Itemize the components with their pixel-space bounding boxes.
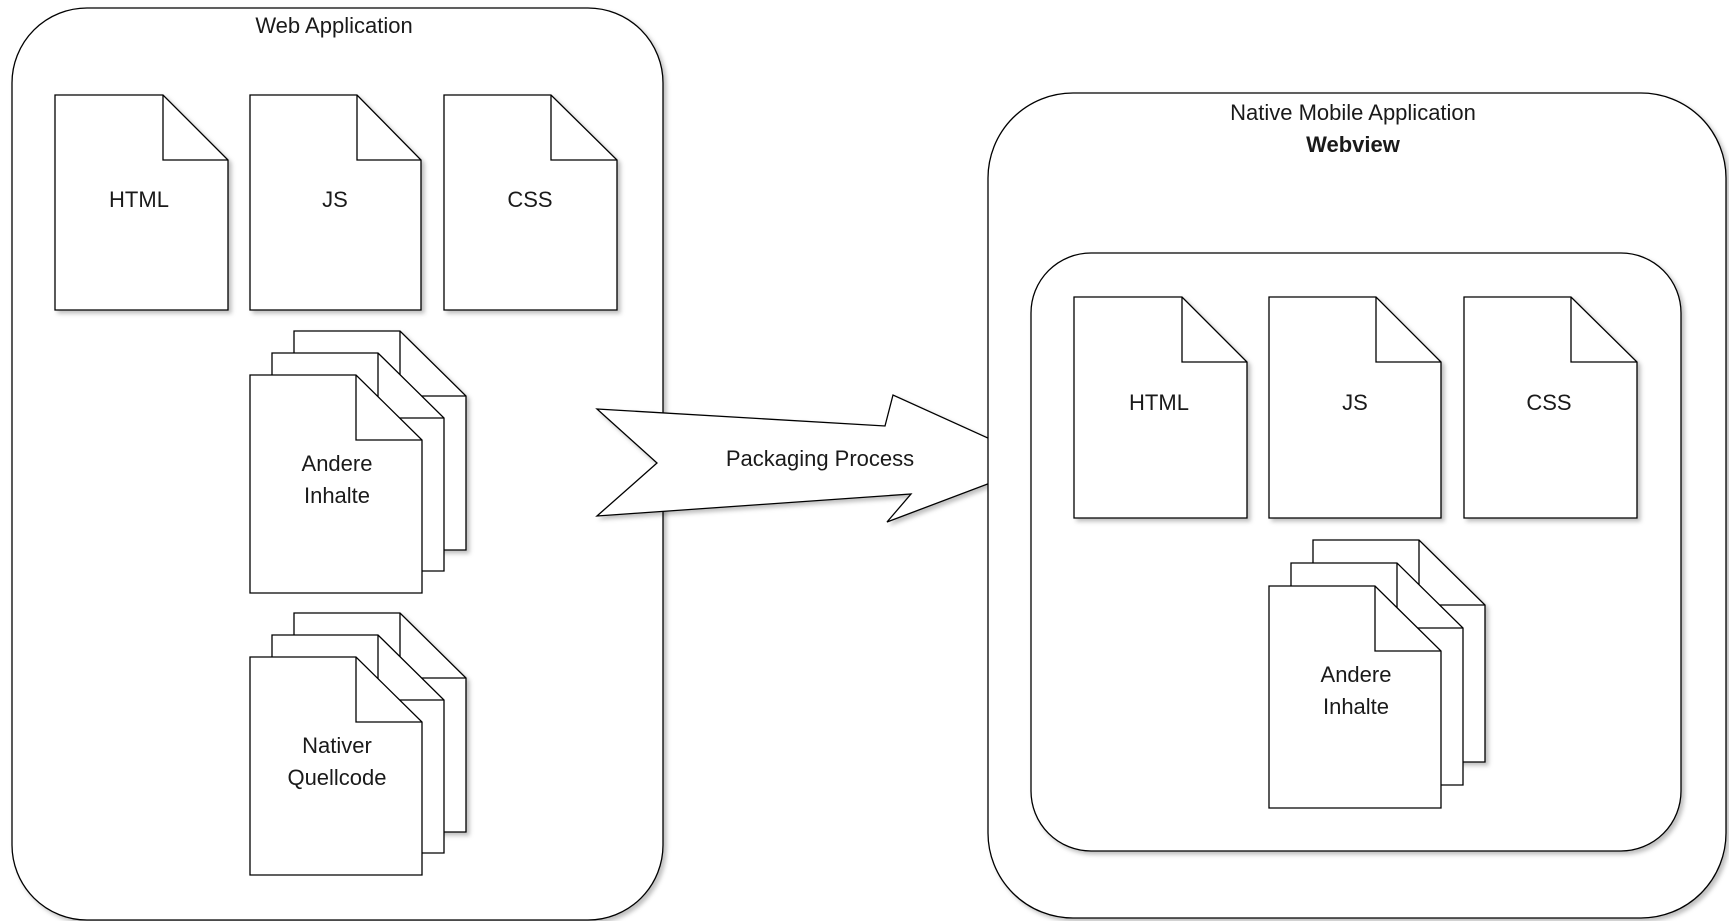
native-doc-css-label: CSS xyxy=(1526,390,1571,415)
native-stack-other-content: Andere Inhalte xyxy=(1268,539,1486,809)
web-stack-other-line1: Andere xyxy=(302,451,373,476)
web-doc-js-label: JS xyxy=(322,187,348,212)
native-doc-css: CSS xyxy=(1463,296,1638,519)
native-doc-html: HTML xyxy=(1073,296,1248,519)
web-doc-html-label: HTML xyxy=(109,187,169,212)
native-doc-js-label: JS xyxy=(1342,390,1368,415)
native-stack-other-line2: Inhalte xyxy=(1323,694,1389,719)
web-doc-js: JS xyxy=(249,94,422,311)
web-stack-other-line2: Inhalte xyxy=(304,483,370,508)
packaging-process-arrow: Packaging Process xyxy=(595,394,1045,523)
native-doc-html-label: HTML xyxy=(1129,390,1189,415)
web-application-title: Web Application xyxy=(255,13,412,38)
web-stack-native-line1: Nativer xyxy=(302,733,372,758)
web-stack-other-content: Andere Inhalte xyxy=(249,330,467,594)
native-stack-other-line1: Andere xyxy=(1321,662,1392,687)
native-application-title: Native Mobile Application xyxy=(1230,100,1476,125)
web-doc-css: CSS xyxy=(443,94,618,311)
packaging-process-label: Packaging Process xyxy=(726,446,914,471)
web-stack-native-source: Nativer Quellcode xyxy=(249,612,467,876)
web-doc-html: HTML xyxy=(54,94,229,311)
web-doc-css-label: CSS xyxy=(507,187,552,212)
native-doc-js: JS xyxy=(1268,296,1442,519)
web-stack-native-line2: Quellcode xyxy=(287,765,386,790)
webview-title: Webview xyxy=(1306,132,1401,157)
